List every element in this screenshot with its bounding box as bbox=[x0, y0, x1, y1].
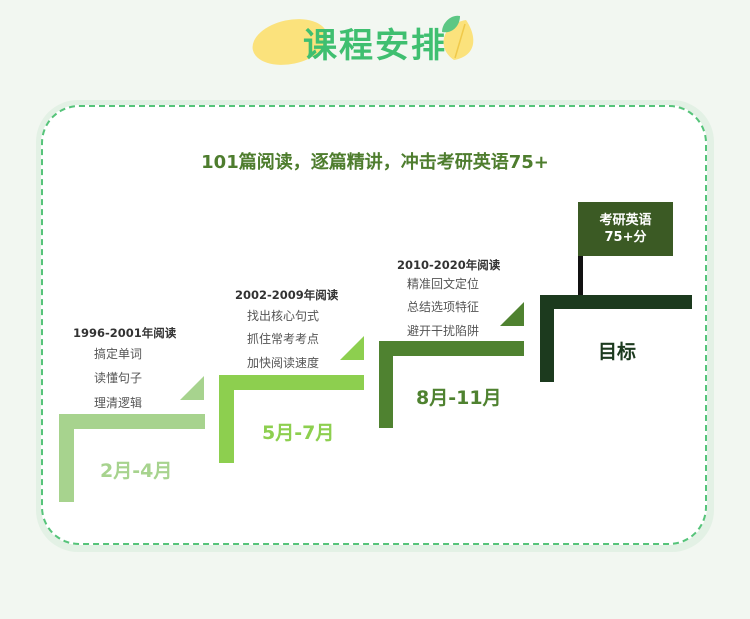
step-2-item: 抓住常考考点 bbox=[247, 332, 320, 346]
goal-flag-pole bbox=[578, 256, 583, 296]
title-leaf-decoration bbox=[252, 15, 474, 65]
step-1-corner-triangle bbox=[180, 376, 204, 400]
step-2-item: 找出核心句式 bbox=[247, 309, 320, 323]
schedule-subtitle: 101篇阅读，逐篇精讲，冲击考研英语75+ bbox=[201, 152, 549, 173]
step-1-stair-post bbox=[59, 414, 74, 502]
step-2-item: 加快阅读速度 bbox=[247, 356, 320, 370]
page-title: 课程安排 bbox=[303, 26, 447, 66]
step-1-heading: 1996-2001年阅读 bbox=[73, 326, 177, 340]
goal-flag: 考研英语 75+分 bbox=[578, 202, 673, 256]
step-1-item: 理清逻辑 bbox=[94, 396, 143, 410]
step-1-item: 搞定单词 bbox=[94, 347, 143, 361]
step-3-corner-triangle bbox=[500, 302, 524, 326]
step-3-stair-post bbox=[379, 341, 393, 428]
step-3-period: 8月-11月 bbox=[416, 387, 502, 409]
step-2-stair-post bbox=[219, 375, 234, 463]
step-2-stair-bar bbox=[219, 375, 364, 390]
step-3-item: 总结选项特征 bbox=[407, 300, 480, 314]
step-3-heading: 2010-2020年阅读 bbox=[397, 258, 501, 272]
step-1-stair-bar bbox=[59, 414, 205, 429]
step-1-item: 读懂句子 bbox=[94, 371, 143, 385]
step-3-item: 精准回文定位 bbox=[407, 277, 480, 291]
goal-flag-line2: 75+分 bbox=[604, 230, 647, 245]
step-2-heading: 2002-2009年阅读 bbox=[235, 288, 339, 302]
step-3-stair-bar bbox=[379, 341, 524, 356]
goal-flag-line1: 考研英语 bbox=[599, 213, 652, 228]
step-2-corner-triangle bbox=[340, 336, 364, 360]
goal-stair-post bbox=[540, 295, 554, 382]
goal-label: 目标 bbox=[598, 341, 637, 363]
step-1-period: 2月-4月 bbox=[100, 460, 173, 482]
schedule-card bbox=[41, 105, 707, 545]
goal-stair-bar bbox=[540, 295, 692, 309]
step-3-item: 避开干扰陷阱 bbox=[407, 324, 480, 338]
step-2-period: 5月-7月 bbox=[262, 422, 335, 444]
